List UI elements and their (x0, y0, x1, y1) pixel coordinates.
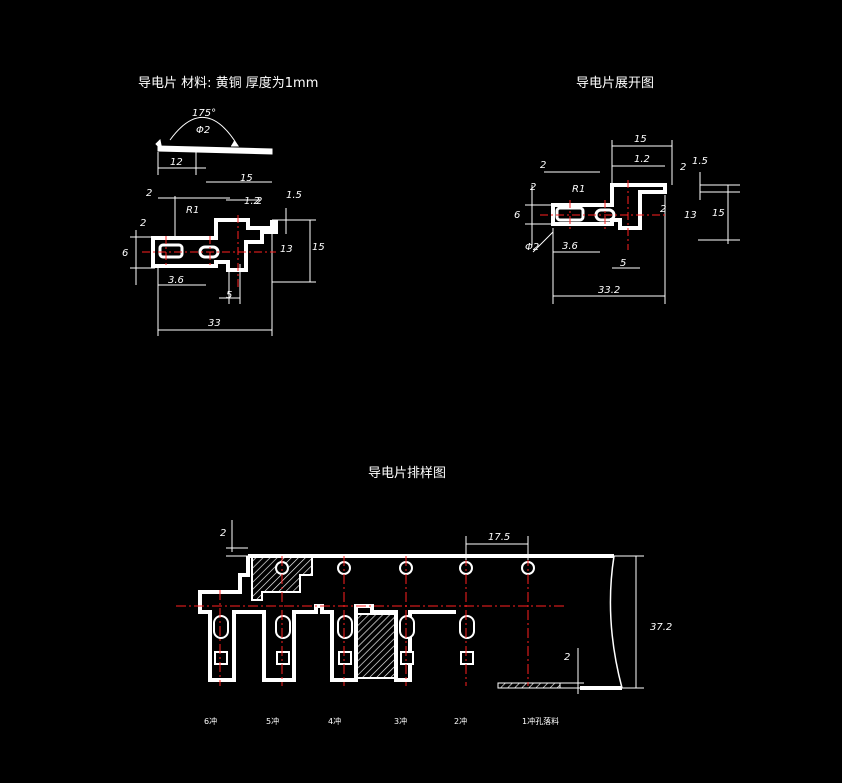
dim-diameter: Φ2 (196, 125, 210, 136)
dim-3-6: 3.6 (168, 275, 184, 286)
dim-u-r1: R1 (572, 184, 585, 195)
dim-u-15v: 15 (712, 208, 725, 219)
station-label-2: 2冲 (454, 717, 468, 726)
strip-punched-outline (198, 556, 456, 682)
station-label-4: 4冲 (328, 717, 342, 726)
layout-view-title: 导电片排样图 (368, 466, 447, 481)
dim-u-3-6: 3.6 (562, 241, 578, 252)
part-view-title: 导电片 材料: 黄铜 厚度为1mm (138, 76, 319, 91)
dim-12: 12 (170, 157, 183, 168)
dim-angle: 175° (192, 108, 216, 119)
dim-u-1-5: 1.5 (692, 156, 708, 167)
dim-u-6: 6 (514, 210, 520, 221)
dim-15v: 15 (312, 242, 325, 253)
dim-5: 5 (226, 290, 232, 301)
dim-15: 15 (240, 173, 253, 184)
dim-33: 33 (208, 318, 221, 329)
dim-6: 6 (122, 248, 128, 259)
part-outline (151, 218, 278, 272)
dim-l-2b: 2 (564, 652, 570, 663)
dim-2c: 2 (256, 196, 262, 207)
station-label-1: 1冲孔落料 (522, 717, 560, 726)
dim-1-2: 1.2 (244, 196, 260, 207)
dim-u-33-2: 33.2 (598, 285, 620, 296)
dim-1-5: 1.5 (286, 190, 302, 201)
side-strip (157, 145, 273, 155)
dim-u-2b: 2 (530, 182, 536, 193)
unfolded-view-title: 导电片展开图 (576, 76, 655, 91)
angle-arc (169, 116, 239, 147)
station-label-6: 6冲 (204, 717, 218, 726)
dim-u-2d: 2 (660, 204, 666, 215)
dim-r1: R1 (186, 205, 199, 216)
dim-13: 13 (280, 244, 293, 255)
dim-u-13: 13 (684, 210, 697, 221)
dim-l-2: 2 (220, 528, 226, 539)
station-label-5: 5冲 (266, 717, 280, 726)
dim-u-1-2: 1.2 (634, 154, 650, 165)
dim-2: 2 (146, 188, 152, 199)
dim-u-2c: 2 (680, 162, 686, 173)
dim-u-2: 2 (540, 160, 546, 171)
dim-u-5: 5 (620, 258, 626, 269)
dim-u-15: 15 (634, 134, 647, 145)
dim-l-17-5: 17.5 (488, 532, 510, 543)
station-label-3: 3冲 (394, 717, 408, 726)
dim-u-phi2: Φ2 (525, 242, 539, 253)
dim-l-37-2: 37.2 (650, 622, 672, 633)
dim-2b: 2 (140, 218, 146, 229)
